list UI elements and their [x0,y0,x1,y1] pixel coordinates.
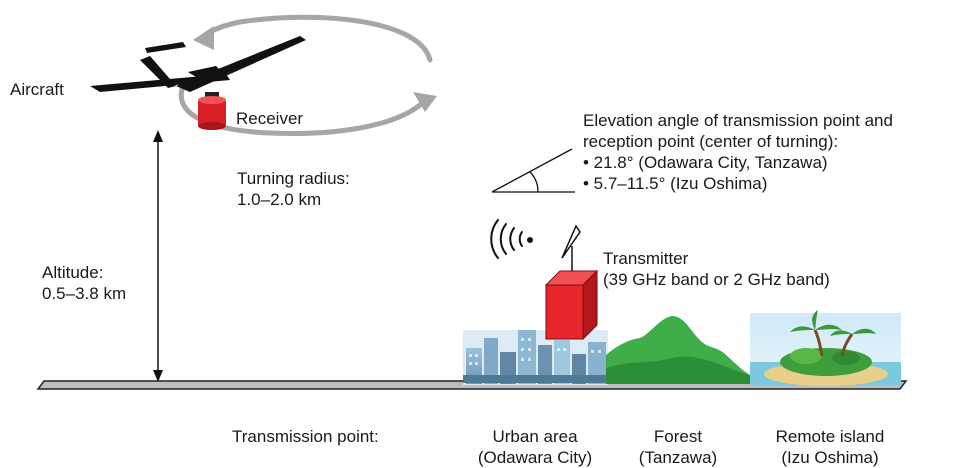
turning-arrowhead-top [193,26,214,50]
site-name: Remote island [775,427,885,446]
turning-arrowhead-right [413,92,437,112]
site-remote-island: Remote island (Izu Oshima) [755,426,905,468]
altitude-value: 0.5–3.8 km [42,284,127,303]
urban-area-image [463,330,608,385]
radio-wave-icon [490,219,533,259]
aircraft-label: Aircraft [10,80,64,99]
receiver-icon [198,92,226,130]
elevation-heading-line-1: Elevation angle of transmission point an… [583,111,893,130]
transmitter-box [544,269,599,341]
elevation-angle-icon [491,148,575,193]
remote-island-image [750,310,901,386]
altitude-label: Altitude: 0.5–3.8 km [42,262,126,304]
transmitter-band: (39 GHz band or 2 GHz band) [603,270,830,289]
elevation-angle-note: Elevation angle of transmission point an… [583,110,893,194]
altitude-arrow [153,130,163,382]
forest-image [606,316,752,384]
site-urban-area: Urban area (Odawara City) [460,426,610,468]
site-name: Urban area [492,427,578,446]
turning-radius-label: Turning radius: 1.0–2.0 km [237,168,350,210]
site-name: Forest [653,427,703,446]
transmission-point-label: Transmission point: [232,427,379,446]
aircraft-icon [90,36,306,92]
turning-path-arrow [178,14,433,136]
elevation-item-izu: • 5.7–11.5° (Izu Oshima) [583,174,768,193]
site-place: (Tanzawa) [638,448,718,467]
transmitter-label: Transmitter (39 GHz band or 2 GHz band) [603,248,830,290]
site-place: (Odawara City) [477,448,593,467]
receiver-label: Receiver [236,109,304,128]
elevation-heading-line-2: reception point (center of turning): [583,132,839,151]
turning-radius-value: 1.0–2.0 km [237,190,322,209]
transmitter-title: Transmitter [603,249,689,268]
site-forest: Forest (Tanzawa) [618,426,738,468]
elevation-item-odawara: • 21.8° (Odawara City, Tanzawa) [583,153,828,172]
site-place: (Izu Oshima) [781,448,879,467]
turning-radius-title: Turning radius: [237,169,350,188]
transmitter-antenna-icon [561,224,581,275]
altitude-title: Altitude: [42,263,104,282]
